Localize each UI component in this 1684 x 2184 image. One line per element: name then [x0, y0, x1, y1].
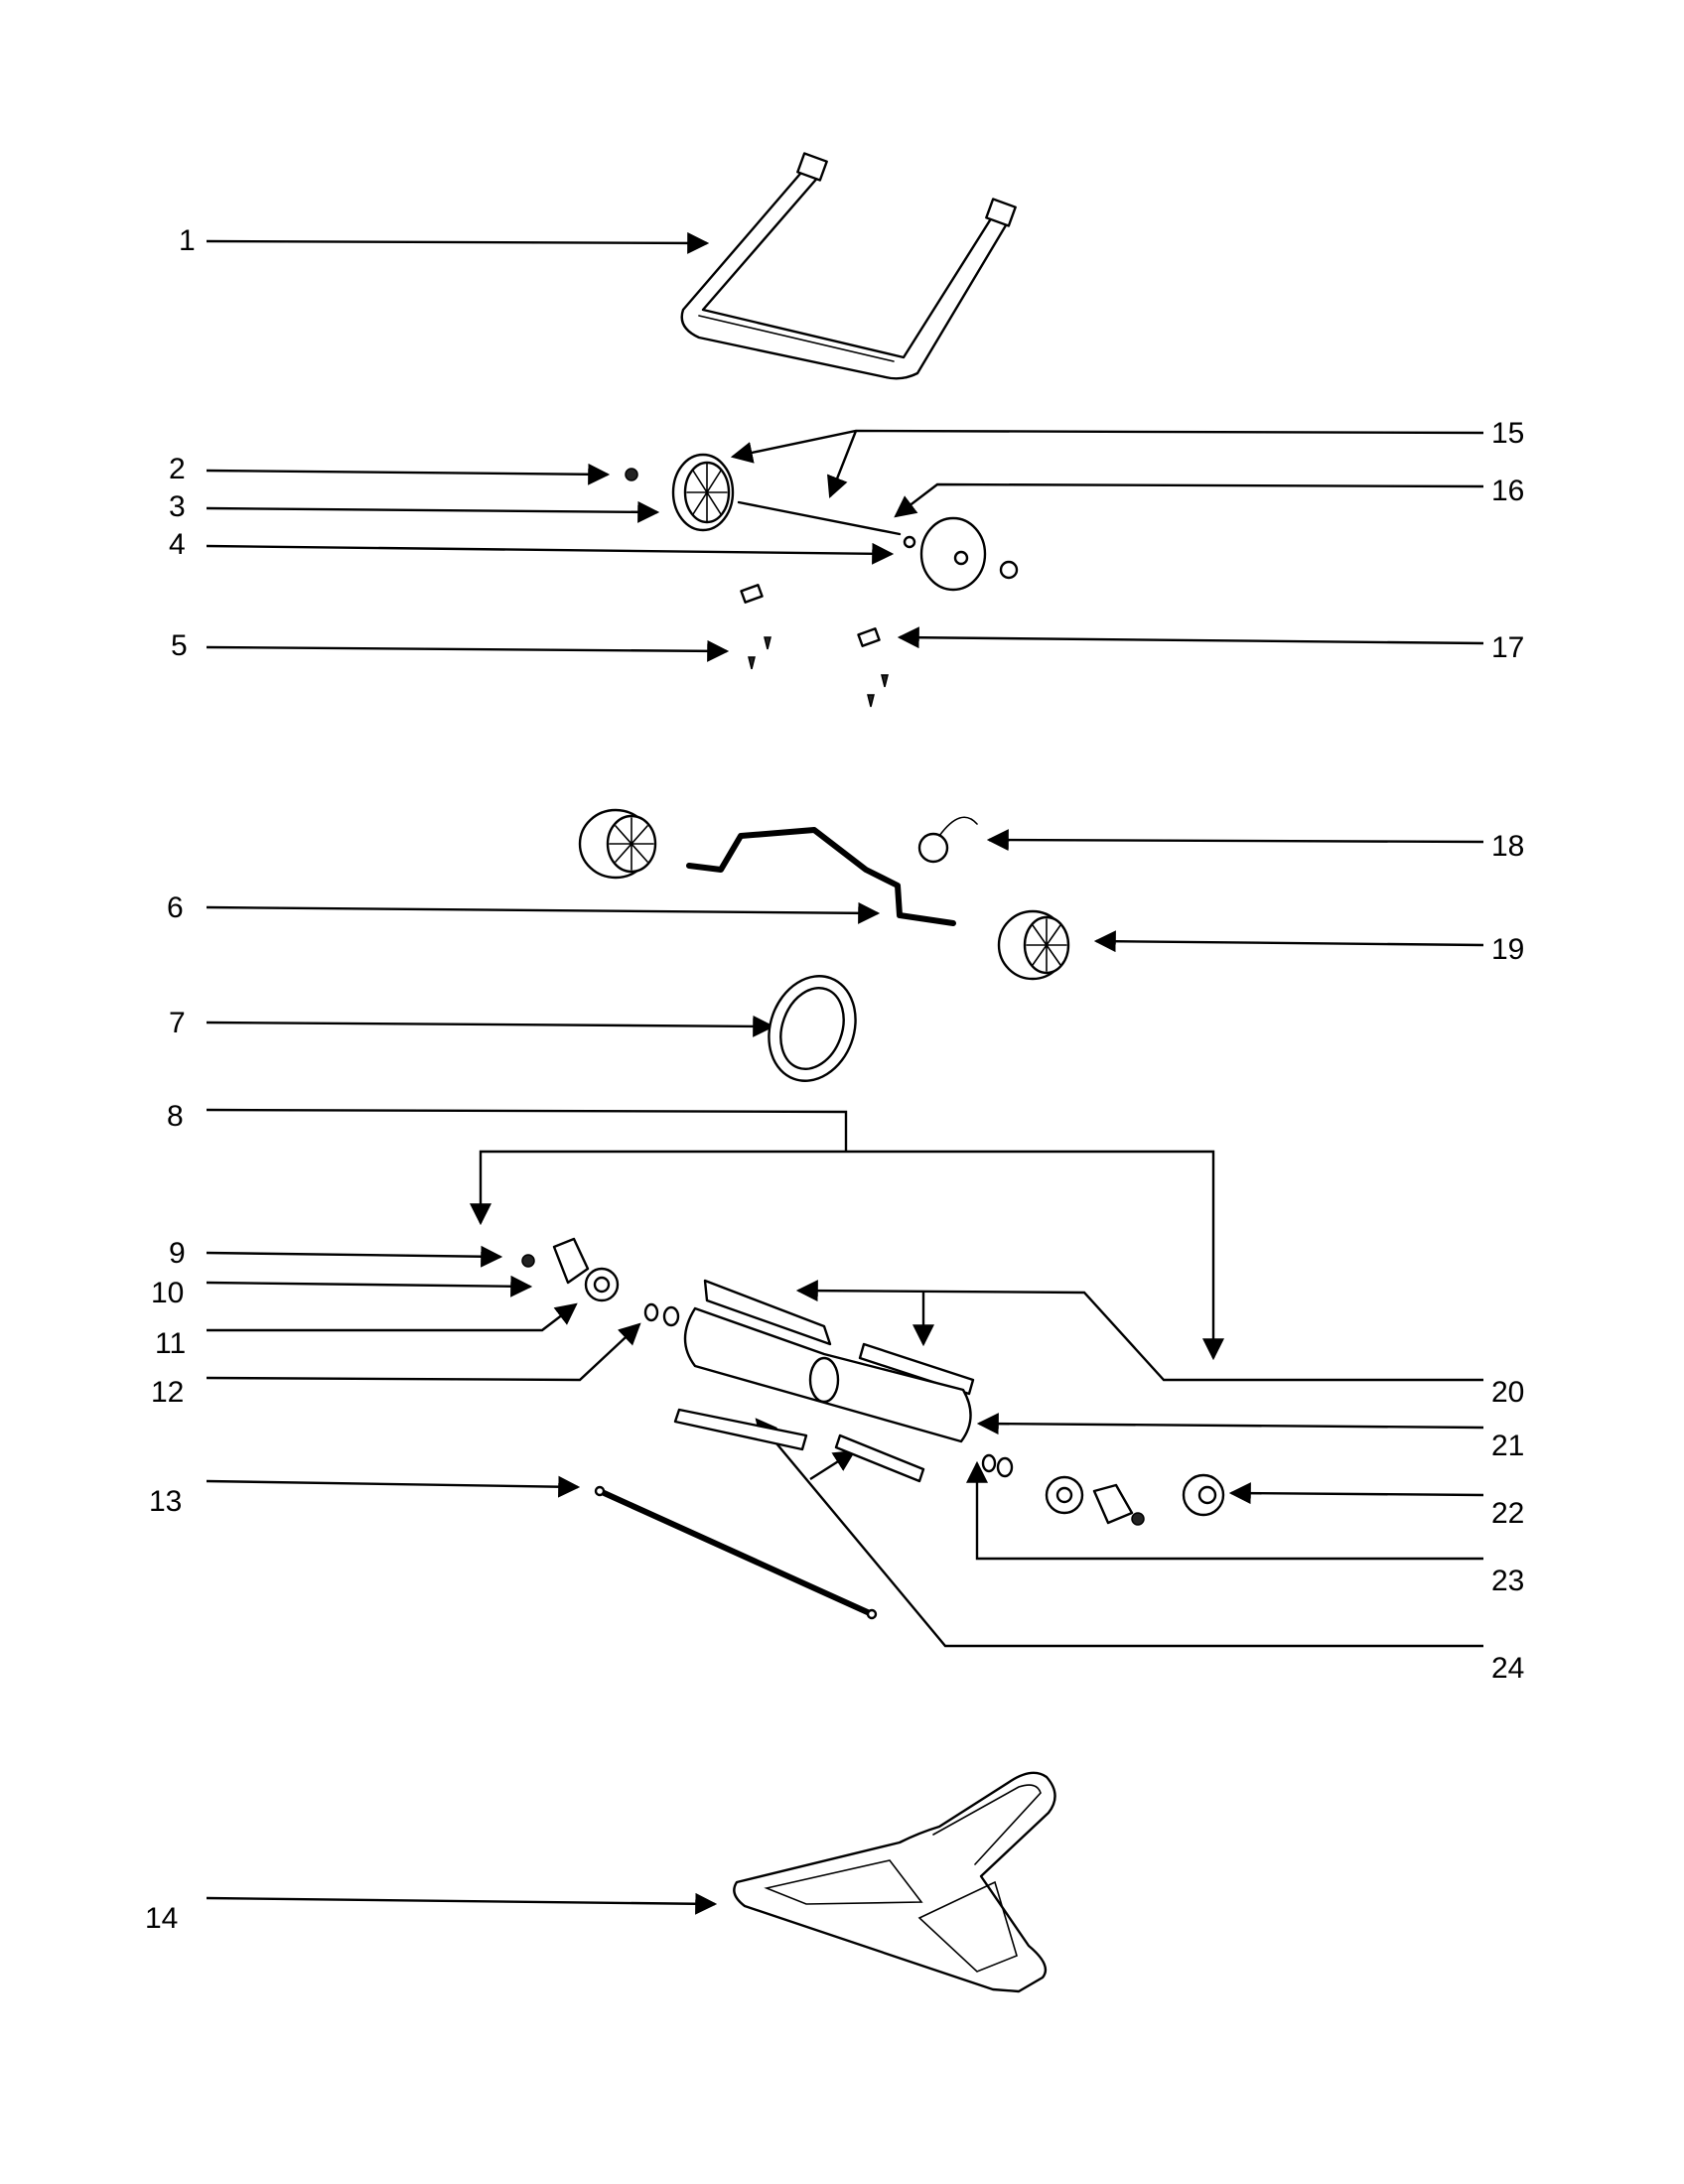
callout-14: 14 — [145, 1902, 178, 1935]
leader-21 — [976, 1413, 1484, 1435]
leader-5 — [206, 639, 730, 662]
callout-3: 3 — [169, 490, 186, 523]
spring-hook — [917, 832, 949, 864]
leader-15b — [827, 430, 858, 499]
brushroll-pulley — [808, 1356, 840, 1404]
leader-15 — [730, 429, 1484, 464]
leader-11 — [207, 1302, 578, 1332]
callout-2: 2 — [169, 453, 186, 485]
leader-7 — [206, 1015, 775, 1037]
callout-23: 23 — [1491, 1565, 1524, 1597]
callout-labels: 1 2 3 4 5 6 7 8 9 10 11 12 13 14 15 16 1… — [145, 224, 1524, 1935]
callout-16: 16 — [1491, 475, 1524, 507]
rear-wheel-right — [919, 516, 987, 592]
leader-23 — [966, 1460, 1483, 1561]
callout-12: 12 — [151, 1376, 184, 1409]
axle — [737, 500, 902, 536]
part-brushroll — [673, 1279, 975, 1483]
leader-4 — [206, 542, 895, 565]
leader-8a — [470, 1150, 846, 1226]
leader-6 — [206, 901, 881, 924]
callout-21: 21 — [1491, 1430, 1524, 1462]
callout-9: 9 — [169, 1237, 186, 1270]
leader-lines — [206, 231, 1484, 1915]
part-rear-wheel-assembly — [625, 453, 1019, 592]
part-front-axle-assembly — [578, 808, 1070, 981]
bristle-strip-upper-right — [858, 1342, 975, 1396]
leader-20 — [795, 1280, 1483, 1382]
part-brackets-screws — [740, 584, 889, 708]
part-handle-bail — [680, 152, 1017, 380]
bristle-strip-lower-right — [834, 1433, 925, 1483]
callout-22: 22 — [1491, 1497, 1524, 1530]
bristle-strip-upper-left — [703, 1279, 832, 1346]
callout-7: 7 — [169, 1007, 186, 1039]
leader-18 — [986, 829, 1484, 852]
callout-20: 20 — [1491, 1376, 1524, 1409]
leader-24 — [755, 1418, 1483, 1648]
leader-24b — [809, 1449, 856, 1481]
callout-8: 8 — [167, 1100, 184, 1133]
leader-19 — [1093, 930, 1484, 953]
leader-10 — [206, 1275, 533, 1297]
leader-8b — [846, 1150, 1224, 1361]
callout-19: 19 — [1491, 933, 1524, 966]
part-brushroll-shaft — [594, 1485, 878, 1620]
part-left-end-caps — [521, 1237, 680, 1327]
leader-17 — [897, 626, 1484, 649]
leader-3 — [206, 500, 660, 523]
leader-13 — [206, 1475, 581, 1498]
callout-15: 15 — [1491, 417, 1524, 450]
callout-13: 13 — [149, 1485, 182, 1518]
part-right-end-caps — [981, 1453, 1225, 1526]
leader-1 — [206, 231, 710, 254]
part-belt — [768, 975, 857, 1082]
callout-4: 4 — [169, 528, 186, 561]
leader-14 — [206, 1892, 718, 1915]
callout-1: 1 — [179, 224, 196, 257]
leader-12 — [206, 1322, 641, 1382]
bristle-strip-lower-left — [673, 1408, 808, 1451]
callout-11: 11 — [155, 1327, 186, 1360]
leader-2 — [206, 463, 611, 485]
callout-10: 10 — [151, 1277, 184, 1309]
callout-24: 24 — [1491, 1652, 1524, 1685]
callout-18: 18 — [1491, 830, 1524, 863]
leader-8 — [206, 1108, 848, 1152]
leader-16 — [894, 482, 1484, 518]
callout-6: 6 — [167, 891, 184, 924]
leader-22 — [1228, 1482, 1484, 1505]
wheel-nut — [625, 468, 638, 481]
part-base-plate — [733, 1771, 1056, 1993]
callout-5: 5 — [171, 629, 188, 662]
callout-17: 17 — [1491, 631, 1524, 664]
leader-9 — [206, 1245, 503, 1268]
